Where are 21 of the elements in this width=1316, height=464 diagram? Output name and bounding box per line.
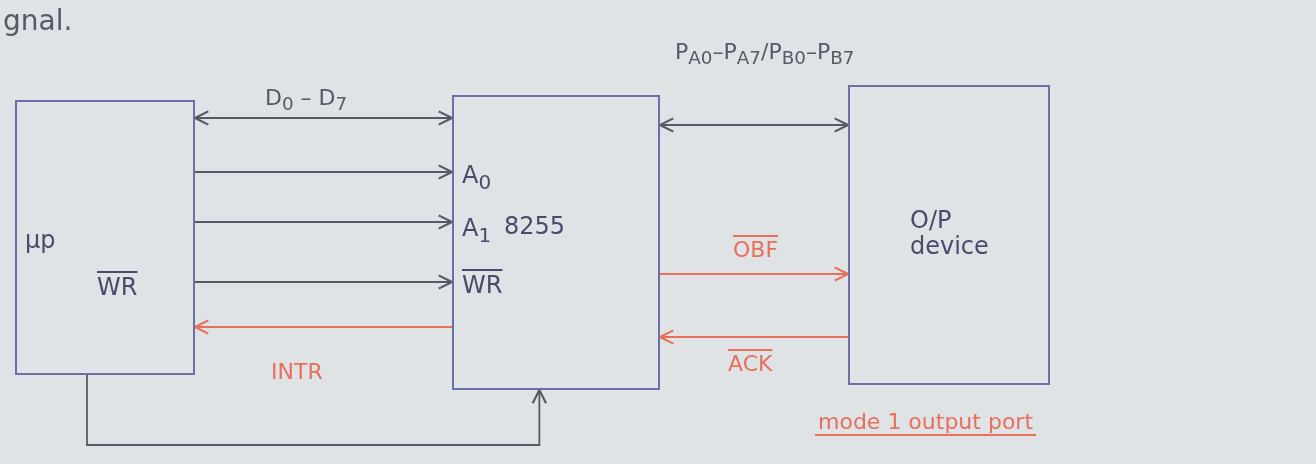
pin-label: μp [25,227,56,254]
arrow [193,319,453,335]
arrow [193,110,454,126]
pin-label: WR [462,272,503,299]
arrow [194,214,454,230]
pin-label: WR [97,274,138,301]
arrow [86,374,548,446]
note-text: gnal. [2,6,74,37]
caption: mode 1 output port [815,410,1037,437]
block-box [848,85,1050,385]
block-box [15,100,195,375]
pin-label: A$_{0}$ [462,162,492,193]
arrow [194,164,454,180]
arrow [659,266,850,282]
pin-label: O/P device [910,207,990,260]
pin-label: 8255 [504,213,566,240]
arrow [194,274,454,290]
pin-label: A$_{1}$ [462,215,492,246]
block-box [452,95,660,390]
arrow [658,117,850,133]
arrow [658,329,849,345]
